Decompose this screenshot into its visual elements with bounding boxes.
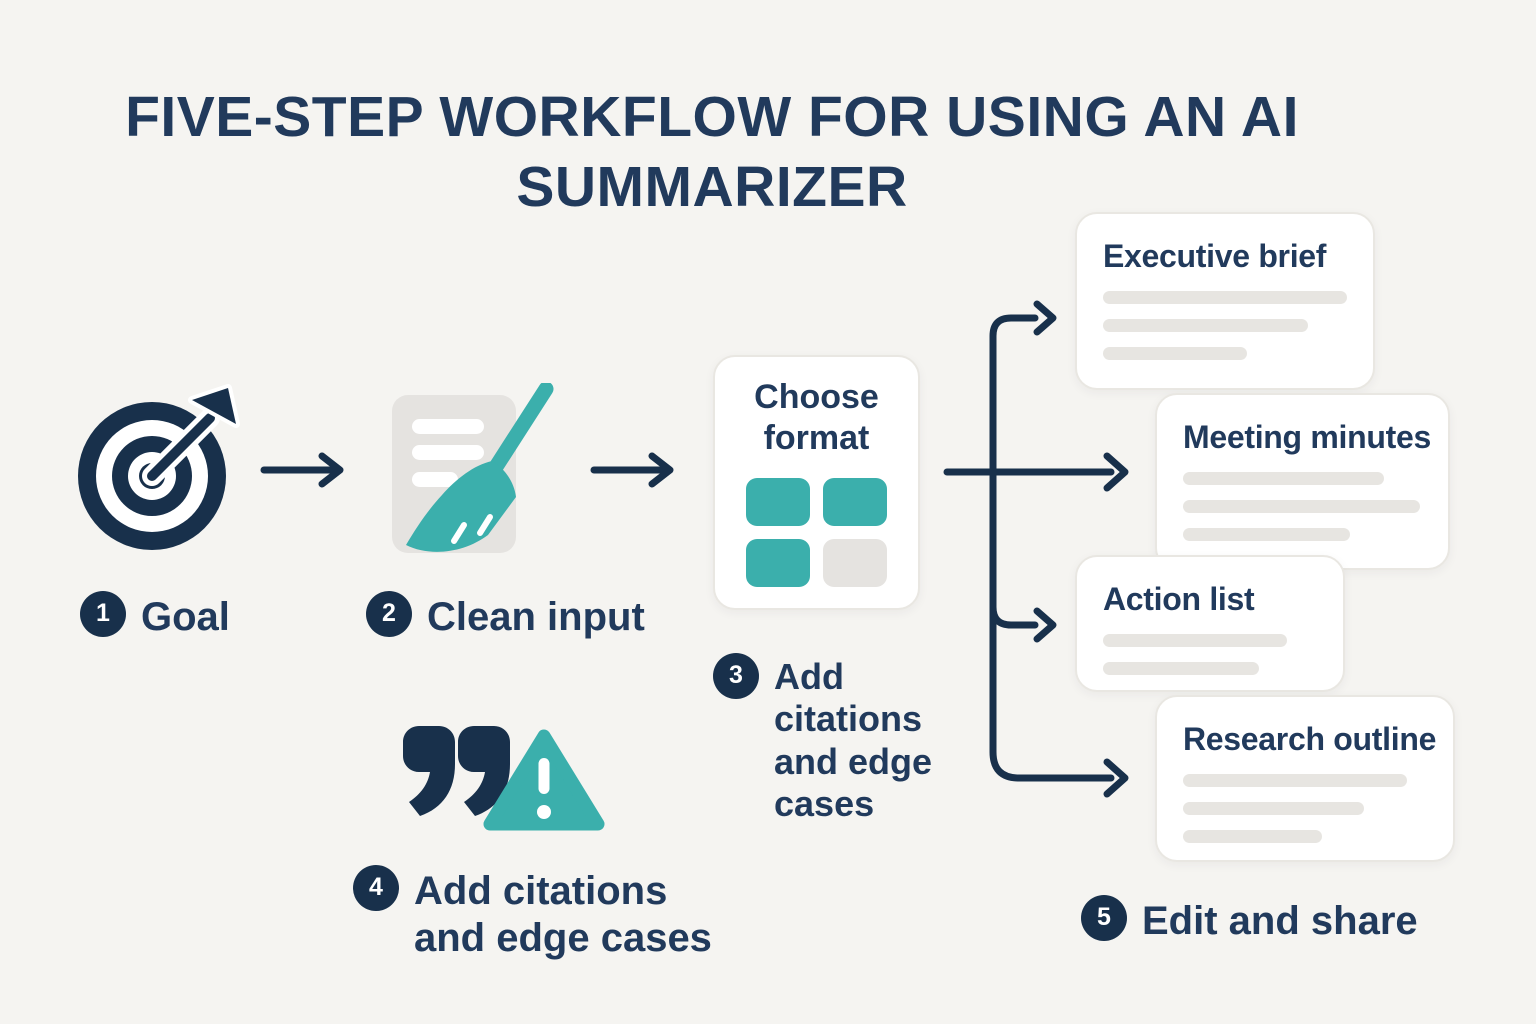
output-card-title: Research outline [1183,721,1437,757]
format-card-title: Choose format [754,378,879,458]
page-title: FIVE-STEP WORKFLOW FOR USING AN AI SUMMA… [62,82,1362,222]
output-card-action-list: Action list [1075,555,1345,692]
placeholder-line [1103,634,1288,647]
step-label-text: Add citations and edge cases [414,869,712,961]
step-label-text: Clean input [427,595,645,639]
step-number-badge: 5 [1081,895,1127,941]
placeholder-line [1183,774,1408,787]
format-tile [746,538,810,587]
step-1-label: 1 Goal [80,590,230,641]
placeholder-line [1183,830,1323,843]
placeholder-line [1183,500,1420,513]
step-5-label: 5 Edit and share [1081,894,1418,945]
output-card-title: Meeting minutes [1183,419,1431,455]
step-number-badge: 1 [80,591,126,637]
format-card: Choose format [713,355,920,610]
placeholder-line [1183,802,1364,815]
target-icon [78,384,240,550]
page-title-line2: SUMMARIZER [516,155,908,219]
warning-triangle-icon [483,729,605,831]
format-grid [715,477,918,587]
output-card-title: Executive brief [1103,238,1327,274]
step-label-text: Goal [141,595,230,639]
output-card-title: Action list [1103,581,1255,617]
clean-input-icon [392,383,554,553]
citations-warning-icon [403,726,605,831]
output-card-meeting-minutes: Meeting minutes [1155,393,1450,570]
output-card-executive-brief: Executive brief [1075,212,1375,390]
output-card-research-outline: Research outline [1155,695,1455,862]
placeholder-line [1103,291,1347,304]
page-title-line1: FIVE-STEP WORKFLOW FOR USING AN AI [125,85,1299,149]
placeholder-line [1183,472,1384,485]
format-tile [746,477,810,526]
step-label-text: Add citations and edge cases [774,656,933,825]
step-2-label: 2 Clean input [366,590,645,641]
arrow-right-icon [260,452,344,488]
placeholder-line [1183,528,1351,541]
placeholder-line [1103,662,1260,675]
placeholder-line [1103,319,1308,332]
step-number-badge: 2 [366,591,412,637]
broom-icon [406,383,554,552]
branch-arrows [943,300,1129,798]
step-number-badge: 3 [713,653,759,699]
step-label-text: Edit and share [1142,899,1418,943]
step-3-label: 3 Add citations and edge cases [713,652,973,826]
step-number-badge: 4 [353,865,399,911]
placeholder-line [1103,347,1247,360]
arrow-right-icon [590,452,674,488]
step-4-label: 4 Add citations and edge cases [353,864,749,962]
quote-icon [403,726,510,816]
format-tile [823,477,887,526]
format-tile [823,538,887,587]
